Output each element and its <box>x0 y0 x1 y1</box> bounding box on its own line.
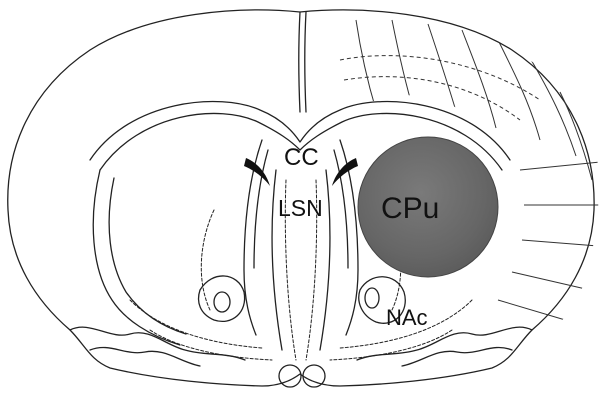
left-internal-boundary <box>93 170 180 345</box>
label-nucleus-accumbens: NAc <box>386 307 428 329</box>
right-ventricle-wedge <box>332 158 358 186</box>
label-lateral-septal-nucleus: LSN <box>278 197 323 220</box>
right-optic-tract <box>303 365 325 387</box>
left-ventricle-wedge <box>244 158 270 186</box>
right-ventral-contour <box>357 327 532 360</box>
label-corpus-callosum: CC <box>284 146 319 170</box>
midline <box>299 12 300 112</box>
left-ventral-contour <box>70 327 245 360</box>
label-caudate-putamen: CPu <box>381 194 439 224</box>
